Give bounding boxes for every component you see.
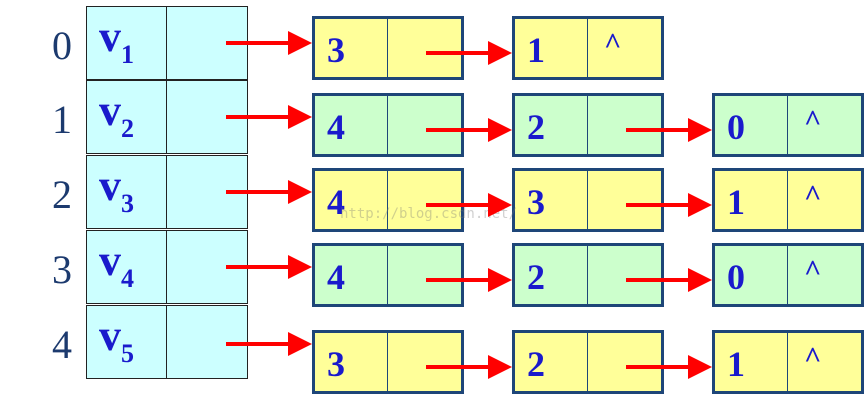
next-field: ^ xyxy=(588,19,661,77)
vertex-row: v3 xyxy=(86,155,248,229)
edge-node: 3 xyxy=(312,330,464,394)
vertex-name-cell: v4 xyxy=(87,231,167,303)
next-field: ^ xyxy=(788,246,861,304)
vertex-label: v3 xyxy=(99,160,134,219)
adjvex-field: 2 xyxy=(515,333,588,391)
vertex-subscript: 5 xyxy=(121,339,134,368)
vertex-label: v4 xyxy=(99,235,134,294)
adjvex-value: 1 xyxy=(727,182,745,222)
adjvex-value: 4 xyxy=(327,182,345,222)
adjvex-field: 3 xyxy=(315,19,388,77)
vertex-row: v5 xyxy=(86,305,248,379)
adjvex-field: 1 xyxy=(515,19,588,77)
vertex-subscript: 3 xyxy=(121,189,134,218)
adjvex-value: 3 xyxy=(327,30,345,70)
vertex-name: v xyxy=(99,236,121,285)
vertex-name: v xyxy=(99,161,121,210)
next-field: ^ xyxy=(788,333,861,391)
edge-node: 2 xyxy=(512,330,664,394)
edge-node: 1^ xyxy=(712,330,864,394)
vertex-label: v5 xyxy=(99,310,134,369)
next-field: ^ xyxy=(788,171,861,229)
adjvex-field: 1 xyxy=(715,171,788,229)
next-null-marker: ^ xyxy=(804,179,822,212)
vertex-index: 2 xyxy=(52,172,72,217)
vertex-index: 1 xyxy=(52,97,72,142)
adjvex-value: 4 xyxy=(327,257,345,297)
edge-node: 3 xyxy=(312,16,464,80)
adjvex-value: 3 xyxy=(327,344,345,384)
adjvex-field: 2 xyxy=(515,246,588,304)
vertex-label: v2 xyxy=(99,85,134,144)
adjvex-value: 4 xyxy=(327,107,345,147)
edge-node: 1^ xyxy=(512,16,664,80)
edge-node: 0^ xyxy=(712,243,864,307)
adjvex-value: 1 xyxy=(527,30,545,70)
adjvex-field: 1 xyxy=(715,333,788,391)
vertex-subscript: 4 xyxy=(121,264,134,293)
next-null-marker: ^ xyxy=(804,341,822,374)
adjvex-field: 4 xyxy=(315,246,388,304)
vertex-name-cell: v1 xyxy=(87,7,167,79)
vertex-name: v xyxy=(99,86,121,135)
next-field: ^ xyxy=(788,96,861,154)
vertex-row: v4 xyxy=(86,230,248,304)
vertex-name-cell: v3 xyxy=(87,156,167,228)
next-null-marker: ^ xyxy=(804,254,822,287)
adjvex-value: 2 xyxy=(527,107,545,147)
vertex-index: 3 xyxy=(52,247,72,292)
adjvex-value: 0 xyxy=(727,107,745,147)
watermark: http://blog.csdn.net/ xyxy=(340,206,518,222)
adjvex-value: 3 xyxy=(527,182,545,222)
vertex-name-cell: v5 xyxy=(87,306,167,378)
vertex-index: 4 xyxy=(52,322,72,367)
vertex-name: v xyxy=(99,12,121,61)
adjvex-value: 2 xyxy=(527,344,545,384)
adjvex-value: 1 xyxy=(727,344,745,384)
adjvex-field: 3 xyxy=(315,333,388,391)
edge-node: 4 xyxy=(312,243,464,307)
adjvex-field: 2 xyxy=(515,96,588,154)
edge-node: 2 xyxy=(512,93,664,157)
vertex-subscript: 2 xyxy=(121,114,134,143)
vertex-row: v2 xyxy=(86,80,248,154)
edge-node: 3 xyxy=(512,168,664,232)
adjvex-field: 0 xyxy=(715,246,788,304)
adjvex-field: 3 xyxy=(515,171,588,229)
next-null-marker: ^ xyxy=(604,27,622,60)
edge-node: 2 xyxy=(512,243,664,307)
vertex-name: v xyxy=(99,311,121,360)
edge-node: 4 xyxy=(312,168,464,232)
vertex-index: 0 xyxy=(52,23,72,68)
vertex-label: v1 xyxy=(99,11,134,70)
edge-node: 4 xyxy=(312,93,464,157)
adjvex-value: 0 xyxy=(727,257,745,297)
vertex-subscript: 1 xyxy=(121,40,134,69)
adjvex-field: 4 xyxy=(315,171,388,229)
adjvex-value: 2 xyxy=(527,257,545,297)
vertex-name-cell: v2 xyxy=(87,81,167,153)
adjvex-field: 4 xyxy=(315,96,388,154)
adjvex-field: 0 xyxy=(715,96,788,154)
next-null-marker: ^ xyxy=(804,104,822,137)
edge-node: 0^ xyxy=(712,93,864,157)
edge-node: 1^ xyxy=(712,168,864,232)
